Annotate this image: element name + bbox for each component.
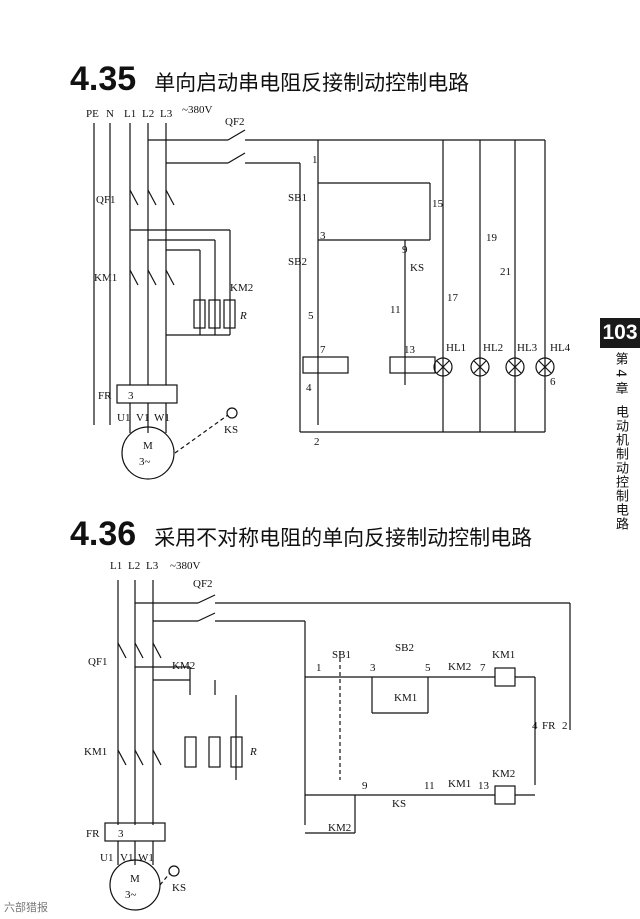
node2-1: 1	[316, 662, 322, 674]
node-4: 4	[306, 382, 312, 394]
label-km1-main: KM1	[94, 272, 117, 284]
chapter-side-tab: 103 第 4 章 电动机制动控制电路	[600, 318, 640, 531]
label2-qf1: QF1	[88, 656, 108, 668]
label2-fr-contact: FR	[542, 720, 556, 732]
section-heading: 单向启动串电阻反接制动控制电路	[154, 71, 470, 95]
label2-voltage: ~380V	[170, 560, 200, 572]
label2-qf2: QF2	[193, 578, 213, 590]
node-2: 2	[314, 436, 320, 448]
label-pe: PE	[86, 108, 99, 120]
label-qf2: QF2	[225, 116, 245, 128]
label2-v1: V1	[120, 852, 133, 864]
node2-13: 13	[478, 780, 490, 792]
label2-km1-aux: KM1	[394, 692, 417, 704]
label-n: N	[106, 108, 114, 120]
label-qf1: QF1	[96, 194, 116, 206]
node-9: 9	[402, 244, 408, 256]
label2-km1-coil: KM1	[492, 649, 515, 661]
label-hl4: HL4	[550, 342, 571, 354]
label2-ks: KS	[172, 882, 186, 894]
node2-3: 3	[370, 662, 376, 674]
fr-box-value: 3	[128, 390, 134, 402]
node-19: 19	[486, 232, 498, 244]
circuit-diagram-4-36: L1 L2 L3 ~380V QF2 QF1 KM2 KM1 R FR 3 U1…	[84, 560, 571, 911]
label2-km1-contact: KM1	[448, 778, 471, 790]
label2-l1: L1	[110, 560, 122, 572]
node-21: 21	[500, 266, 511, 278]
label2-r: R	[249, 746, 257, 758]
node-17: 17	[447, 292, 459, 304]
motor2-sub: 3~	[125, 889, 137, 901]
label-u1: U1	[117, 412, 130, 424]
watermark: 六部猎报	[4, 901, 48, 914]
node2-11: 11	[424, 780, 435, 792]
chapter-title: 电动机制动控制电路	[613, 404, 628, 531]
label2-sb2: SB2	[395, 642, 414, 654]
node-6: 6	[550, 376, 556, 388]
label-km2-main: KM2	[230, 282, 253, 294]
label-voltage: ~380V	[182, 104, 212, 116]
label-fr: FR	[98, 390, 112, 402]
label-l2: L2	[142, 108, 154, 120]
node-7: 7	[320, 344, 326, 356]
chapter-label: 第 4 章	[612, 352, 628, 395]
node-5: 5	[308, 310, 314, 322]
label-ks-control: KS	[410, 262, 424, 274]
motor2-label: M	[130, 873, 140, 885]
label-hl2: HL2	[483, 342, 503, 354]
node-1: 1	[312, 154, 318, 166]
label2-u1: U1	[100, 852, 113, 864]
node-3: 3	[320, 230, 326, 242]
label2-km2-aux: KM2	[328, 822, 351, 834]
section-title-4-35: 4.35 单向启动串电阻反接制动控制电路	[70, 60, 469, 99]
label2-km2-contact: KM2	[448, 661, 471, 673]
label2-km1-main: KM1	[84, 746, 107, 758]
label2-w1: W1	[138, 852, 154, 864]
node2-5: 5	[425, 662, 431, 674]
label2-l3: L3	[146, 560, 159, 572]
label-w1: W1	[154, 412, 170, 424]
label2-km2-main: KM2	[172, 660, 195, 672]
section-number-2: 4.36	[70, 515, 137, 553]
node-15: 15	[432, 198, 444, 210]
section-heading-2: 采用不对称电阻的单向反接制动控制电路	[154, 526, 533, 550]
node2-7: 7	[480, 662, 486, 674]
label-hl1: HL1	[446, 342, 466, 354]
circuit-diagram-4-35: PE N L1 L2 L3 ~380V QF2 QF1 KM1 KM2 R FR…	[86, 104, 571, 480]
label2-fr: FR	[86, 828, 100, 840]
node-13: 13	[404, 344, 416, 356]
label2-sb1: SB1	[332, 649, 351, 661]
label-sb2: SB2	[288, 256, 307, 268]
section-number: 4.35	[70, 60, 137, 98]
label2-l2: L2	[128, 560, 140, 572]
node-11: 11	[390, 304, 401, 316]
fr2-box-value: 3	[118, 828, 124, 840]
label2-km2-coil: KM2	[492, 768, 515, 780]
label-v1: V1	[136, 412, 149, 424]
label2-ks-control: KS	[392, 798, 406, 810]
label-l3: L3	[160, 108, 173, 120]
label-r: R	[239, 310, 247, 322]
label-hl3: HL3	[517, 342, 538, 354]
label-l1: L1	[124, 108, 136, 120]
section-title-4-36: 4.36 采用不对称电阻的单向反接制动控制电路	[70, 515, 532, 554]
label-sb1: SB1	[288, 192, 307, 204]
motor-label: M	[143, 440, 153, 452]
motor-sub: 3~	[139, 456, 151, 468]
page-number: 103	[600, 318, 640, 348]
label-ks: KS	[224, 424, 238, 436]
node2-2: 2	[562, 720, 568, 732]
node2-4: 4	[532, 720, 538, 732]
node2-9: 9	[362, 780, 368, 792]
